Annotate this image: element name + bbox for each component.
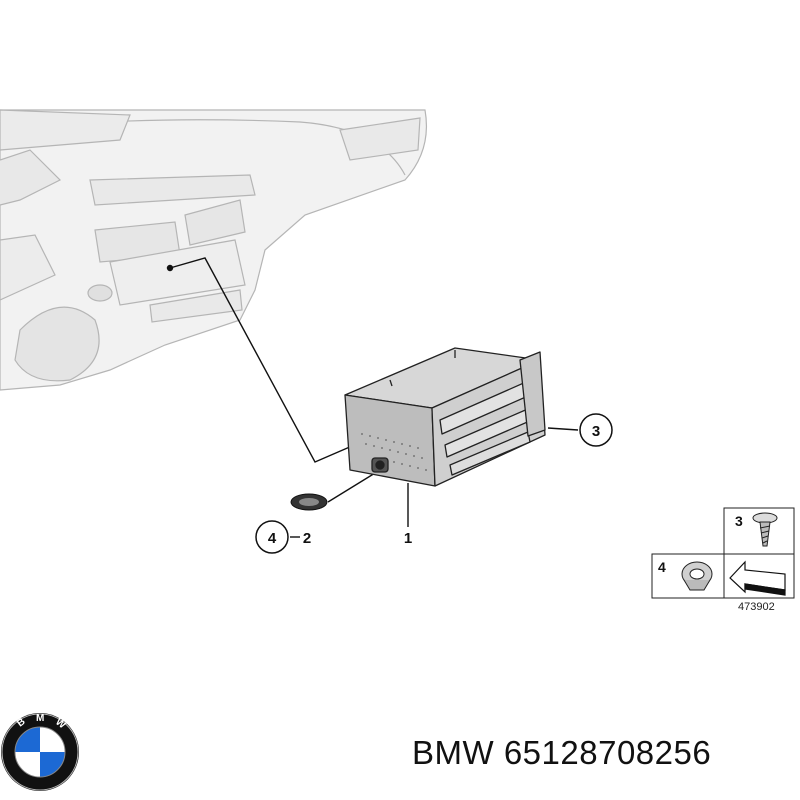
callout-1: 1 <box>404 530 412 547</box>
ring-clip-icon <box>681 561 713 591</box>
head-unit-illustration <box>344 347 546 487</box>
legend-ring-number: 4 <box>658 559 666 575</box>
callout-2: 2 <box>303 530 311 547</box>
part-caption: BMW 65128708256 <box>412 734 711 772</box>
leader-lines <box>166 257 579 538</box>
diagram-code: 473902 <box>738 601 775 613</box>
parts-legend <box>651 507 795 599</box>
callout-circle-3 <box>579 413 613 447</box>
part-number: 65128708256 <box>503 734 712 771</box>
callout-3: 3 <box>592 423 600 440</box>
legend-screw-number: 3 <box>735 513 743 529</box>
ring-part-illustration <box>290 493 328 511</box>
callout-circle-4 <box>255 520 289 554</box>
callout-4: 4 <box>268 530 277 547</box>
brand-name: BMW <box>412 734 495 771</box>
dashboard-illustration <box>0 109 428 391</box>
screw-icon <box>752 512 778 547</box>
bmw-logo: B M W <box>1 713 79 791</box>
logo-letter-m: M <box>36 713 44 724</box>
arrow-icon <box>729 560 786 596</box>
